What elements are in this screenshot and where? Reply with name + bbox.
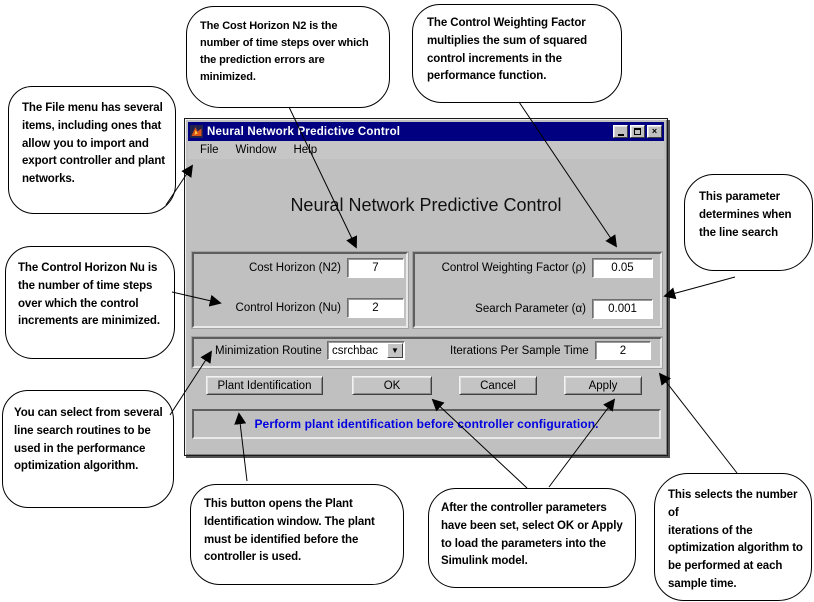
minimize-icon (617, 133, 624, 136)
control-weighting-label: Control Weighting Factor (ρ) (441, 262, 586, 274)
nn-predictive-control-window: Neural Network Predictive Control × File… (184, 118, 668, 456)
menu-file[interactable]: File (200, 144, 219, 156)
maximize-icon (634, 128, 641, 135)
minimization-frame (192, 337, 662, 368)
apply-button[interactable]: Apply (564, 376, 642, 395)
close-icon: × (651, 126, 658, 136)
callout-control-weighting: The Control Weighting Factor multiplies … (412, 4, 622, 103)
matlab-icon (190, 125, 203, 138)
status-message: Perform plant identification before cont… (254, 417, 599, 431)
callout-search-parameter: This parameter determines when the line … (684, 174, 813, 271)
minimization-routine-label: Minimization Routine (215, 345, 322, 357)
arrow-search-parameter (663, 276, 736, 300)
control-weighting-input[interactable] (592, 258, 653, 278)
callout-file-menu: The File menu has several items, includi… (8, 86, 176, 214)
minimization-routine-value: csrchbac (332, 344, 379, 357)
control-horizon-input[interactable] (347, 298, 404, 318)
cost-horizon-label: Cost Horizon (N2) (248, 262, 341, 274)
callout-plant-id: This button opens the Plant Identificati… (190, 484, 404, 585)
plant-identification-button[interactable]: Plant Identification (206, 376, 323, 395)
iterations-input[interactable] (595, 341, 651, 360)
callout-cost-horizon: The Cost Horizon N2 is the number of tim… (186, 6, 390, 108)
minimization-routine-select[interactable]: csrchbac ▼ (327, 341, 405, 360)
search-parameter-label: Search Parameter (α) (475, 303, 586, 315)
arrow-iterations (658, 372, 738, 474)
chevron-down-icon[interactable]: ▼ (387, 343, 403, 358)
minimize-button[interactable] (613, 125, 628, 138)
callout-ok-apply: After the controller parameters have bee… (428, 488, 636, 588)
status-panel: Perform plant identification before cont… (192, 409, 661, 439)
window-title: Neural Network Predictive Control (207, 125, 401, 138)
callout-control-horizon: The Control Horizon Nu is the number of … (5, 246, 175, 359)
maximize-button[interactable] (630, 125, 645, 138)
iterations-label: Iterations Per Sample Time (450, 345, 589, 357)
menu-help[interactable]: Help (293, 144, 318, 156)
menubar: File Window Help (188, 141, 664, 159)
cost-horizon-input[interactable] (347, 258, 404, 278)
menu-window[interactable]: Window (235, 144, 277, 156)
callout-line-search: You can select from several line search … (2, 390, 174, 508)
page-title: Neural Network Predictive Control (290, 195, 562, 215)
ok-button[interactable]: OK (352, 376, 432, 395)
callout-iterations: This selects the number of iterations of… (654, 473, 812, 601)
close-button[interactable]: × (647, 125, 662, 138)
cancel-button[interactable]: Cancel (459, 376, 537, 395)
titlebar[interactable]: Neural Network Predictive Control × (188, 122, 664, 141)
control-horizon-label: Control Horizon (Nu) (235, 302, 341, 314)
search-parameter-input[interactable] (592, 299, 653, 319)
